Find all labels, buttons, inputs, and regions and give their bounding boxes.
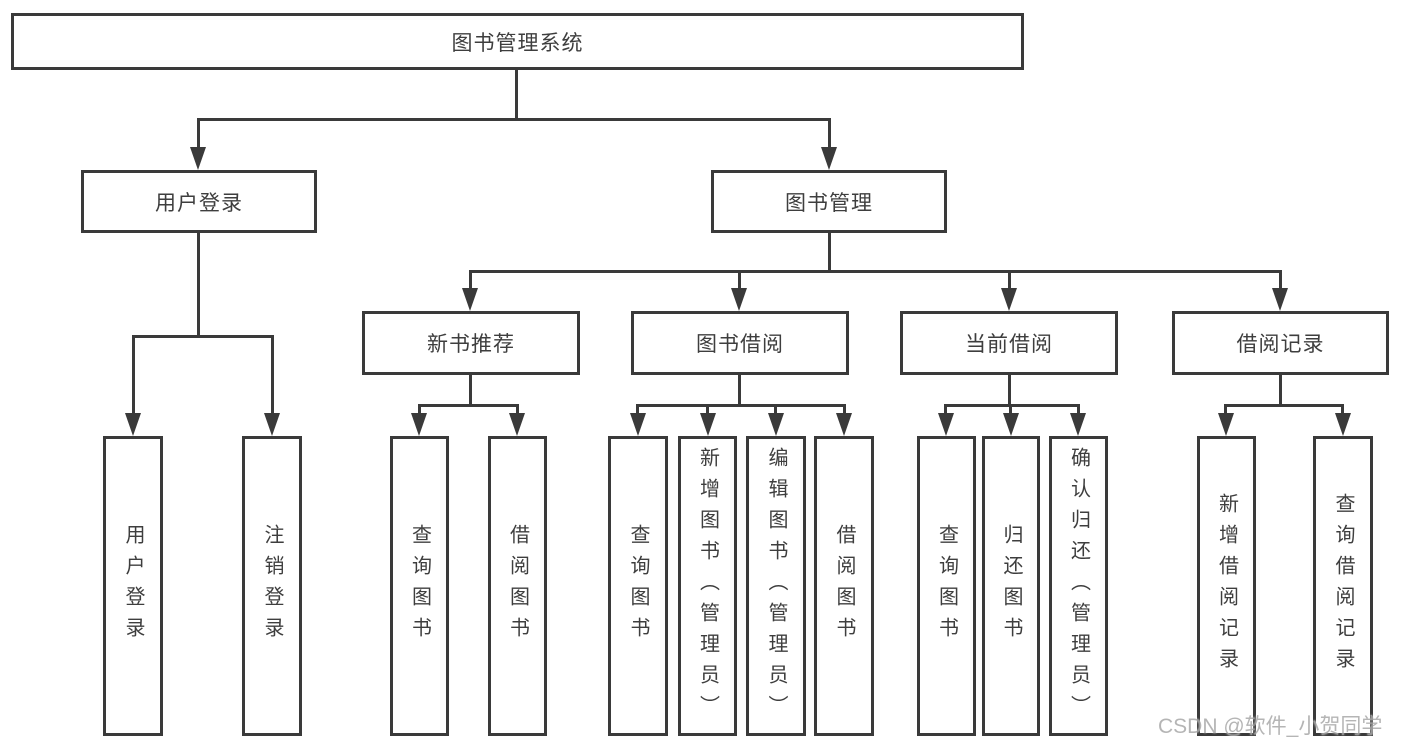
arrow-down-icon [731,288,747,311]
connector-line [1077,404,1080,416]
connector-line [469,270,472,292]
arrow-down-icon [630,413,646,436]
connector-line [1008,270,1011,292]
connector-line [132,335,274,338]
node-borrowing-records: 借阅记录 [1172,311,1389,375]
arrow-down-icon [938,413,954,436]
connector-line [843,404,846,416]
leaf-return-book: 归还图书 [982,436,1040,736]
csdn-watermark: CSDN @软件_小贺同学 [1158,715,1383,738]
connector-line [197,233,200,338]
arrow-down-icon [125,413,141,436]
arrow-down-icon [700,413,716,436]
connector-line [1008,375,1011,407]
connector-line [418,404,519,407]
node-current-borrowing: 当前借阅 [900,311,1118,375]
arrow-down-icon [509,413,525,436]
arrow-down-icon [1070,413,1086,436]
connector-line [132,335,135,416]
leaf-query-books-newbooks: 查询图书 [390,436,449,736]
connector-line [828,118,831,150]
connector-line [197,118,831,121]
arrow-down-icon [411,413,427,436]
arrow-down-icon [1218,413,1234,436]
node-book-management: 图书管理 [711,170,947,233]
leaf-add-borrow-record: 新增借阅记录 [1197,436,1256,736]
connector-line [944,404,947,416]
arrow-down-icon [190,147,206,170]
connector-line [636,404,639,416]
connector-line [469,270,1282,273]
connector-line [706,404,709,416]
arrow-down-icon [836,413,852,436]
connector-line [271,335,274,416]
connector-line [516,404,519,416]
connector-line [828,233,831,272]
arrow-down-icon [1003,413,1019,436]
arrow-down-icon [768,413,784,436]
leaf-borrow-books-newbooks: 借阅图书 [488,436,547,736]
arrow-down-icon [462,288,478,311]
node-book-borrowing: 图书借阅 [631,311,849,375]
connector-line [469,375,472,407]
connector-line [738,270,741,292]
leaf-add-book-admin: 新增图书（管理员） [678,436,737,736]
connector-line [636,404,846,407]
leaf-edit-book-admin: 编辑图书（管理员） [746,436,806,736]
arrow-down-icon [1272,288,1288,311]
connector-line [418,404,421,416]
connector-line [1009,404,1012,416]
leaf-confirm-return-admin: 确认归还（管理员） [1049,436,1108,736]
arrow-down-icon [821,147,837,170]
leaf-query-borrow-record: 查询借阅记录 [1313,436,1373,736]
connector-line [1279,375,1282,407]
arrow-down-icon [1335,413,1351,436]
arrow-down-icon [264,413,280,436]
connector-line [738,375,741,407]
leaf-user-login: 用户登录 [103,436,163,736]
node-library-system: 图书管理系统 [11,13,1024,70]
leaf-query-books-current: 查询图书 [917,436,976,736]
connector-line [774,404,777,416]
connector-line [1224,404,1227,416]
connector-line [1224,404,1344,407]
connector-line [197,118,200,150]
connector-line [1341,404,1344,416]
leaf-query-books-borrowing: 查询图书 [608,436,668,736]
node-new-book-recommend: 新书推荐 [362,311,580,375]
connector-line [515,70,518,118]
leaf-borrow-books-borrowing: 借阅图书 [814,436,874,736]
node-user-login: 用户登录 [81,170,317,233]
leaf-logout: 注销登录 [242,436,302,736]
arrow-down-icon [1001,288,1017,311]
connector-line [1279,270,1282,292]
connector-line [944,404,1080,407]
